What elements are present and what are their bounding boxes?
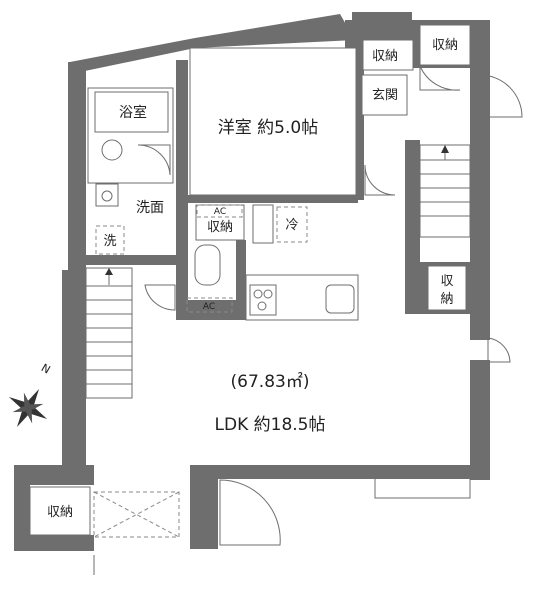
wash-door	[144, 284, 176, 311]
wall-top-mid	[195, 14, 355, 48]
burner-1	[253, 289, 263, 299]
storage-bottom	[29, 486, 91, 536]
wall-room-bottom	[188, 195, 358, 203]
wall-toilet-bottom	[176, 300, 244, 320]
compass-n-label: N	[39, 361, 53, 376]
ac-label-1: AC	[214, 207, 226, 217]
wall-bottom-left	[14, 535, 94, 551]
storage-door	[419, 65, 461, 91]
storage-entry-left	[362, 39, 414, 71]
wall-left-step	[14, 465, 94, 485]
wall-left-mid	[62, 270, 86, 470]
front-door	[479, 74, 523, 118]
compass-north-icon	[26, 388, 39, 408]
ac-box-2	[186, 297, 233, 313]
entrance	[361, 74, 408, 116]
storage-right	[427, 265, 467, 311]
room-door	[364, 164, 396, 196]
fridge-label: 冷	[285, 218, 298, 233]
storage-entry-right-label: 収納	[432, 38, 458, 53]
burner-3	[257, 301, 267, 311]
bathroom	[87, 87, 174, 184]
washer-space	[95, 225, 125, 255]
parking-area	[93, 491, 180, 538]
stove	[249, 284, 277, 316]
wall-right	[470, 20, 490, 340]
closet-small	[252, 204, 274, 244]
fridge-space	[276, 206, 308, 243]
wall-bottom-pier	[190, 465, 218, 549]
right-door	[487, 337, 511, 363]
burner-2	[263, 289, 273, 299]
ldk-label: LDK 約18.5帖	[215, 415, 326, 435]
storage-right-label-top: 収	[440, 274, 453, 289]
shower	[101, 139, 123, 161]
sink	[325, 284, 355, 314]
stairs-left-outline	[85, 267, 133, 399]
compass	[8, 388, 48, 428]
wall-toilet-right	[236, 240, 246, 320]
doors	[137, 65, 523, 546]
wall-left-upper	[68, 62, 86, 270]
basin-drain	[101, 190, 113, 202]
wash-basin	[95, 183, 119, 207]
bottom-window	[374, 477, 471, 499]
wall-room-right	[356, 40, 364, 200]
western-room	[189, 47, 357, 196]
toilet	[194, 244, 221, 286]
stairs-right	[419, 144, 471, 238]
storage-ac	[195, 204, 245, 241]
area-label: (67.83㎡)	[231, 372, 310, 392]
kitchen-fixtures	[249, 284, 355, 316]
wall-left-low	[14, 465, 30, 551]
storage-bottom-label: 収納	[47, 505, 73, 520]
bottom-door	[219, 479, 281, 546]
wall-right-lower	[470, 360, 490, 480]
bathtub	[94, 91, 169, 133]
wall-wash-bottom	[86, 255, 186, 265]
wall-top-left	[70, 38, 195, 72]
washroom-label: 洗面	[136, 200, 164, 216]
entrance-label: 玄関	[372, 88, 398, 103]
ac-box-1	[196, 204, 243, 218]
stairs-left	[85, 267, 133, 399]
stairs-left-arrow	[105, 268, 113, 275]
wall-top-cap	[352, 12, 412, 22]
storage-right-label-bottom: 納	[440, 292, 453, 307]
washer-label: 洗	[103, 234, 116, 249]
wall-bottom	[190, 465, 490, 479]
ac-label-2: AC	[203, 302, 215, 312]
stairs-right-arrow	[441, 145, 449, 153]
bath-door	[137, 144, 171, 176]
western-room-label: 洋室 約5.0帖	[218, 118, 318, 138]
storage-entry-right	[419, 24, 471, 66]
storage-ac-label: 収納	[207, 220, 233, 235]
bath-label: 浴室	[119, 104, 147, 121]
wall-bath-right	[176, 60, 188, 305]
storage-entry-left-label: 収納	[372, 49, 398, 64]
